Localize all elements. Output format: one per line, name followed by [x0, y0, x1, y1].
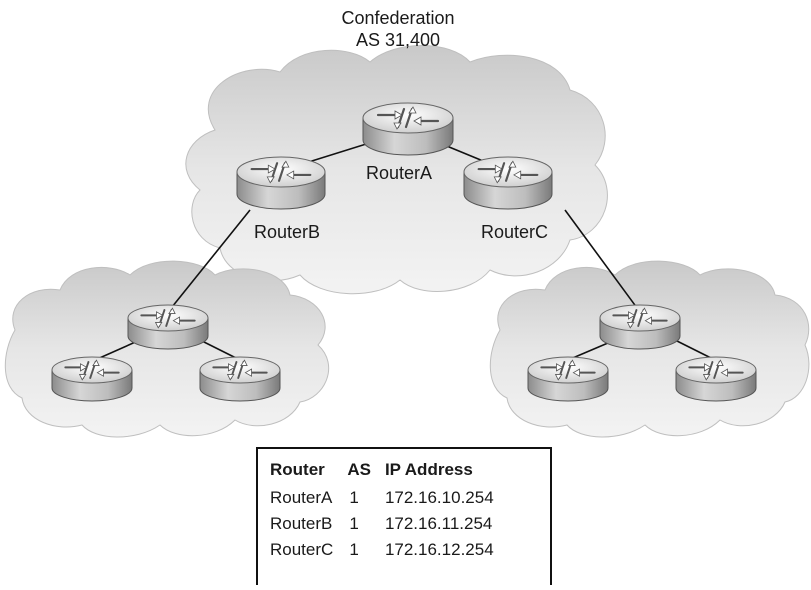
router-a-label: RouterA — [366, 163, 433, 183]
cell-as: 1 — [349, 540, 359, 559]
cell-ip: 172.16.11.254 — [384, 514, 493, 533]
table-row: RouterA 1 172.16.10.254 — [270, 486, 508, 512]
router-right-top-icon — [599, 304, 681, 350]
cell-as: 1 — [349, 514, 359, 533]
link-right-2 — [674, 339, 716, 361]
router-left-left-icon — [51, 356, 133, 402]
header-router: Router — [270, 460, 325, 479]
address-table: Router AS IP Address RouterA 1 172.16.10… — [256, 447, 552, 585]
header-as: AS — [347, 460, 371, 479]
cell-router: RouterB — [270, 514, 333, 533]
router-a-icon — [362, 102, 454, 156]
router-left-top-icon — [127, 304, 209, 350]
cell-ip: 172.16.12.254 — [384, 540, 494, 559]
router-b-label: RouterB — [254, 222, 321, 242]
cell-as: 1 — [349, 488, 359, 507]
link-b-left — [167, 209, 251, 313]
table-header-row: Router AS IP Address — [270, 460, 508, 486]
router-right-left-icon — [527, 356, 609, 402]
link-left-1 — [94, 339, 141, 361]
router-left-right-icon — [199, 356, 281, 402]
confederation-as: AS 31,400 — [355, 30, 441, 50]
cell-ip: 172.16.10.254 — [384, 488, 494, 507]
address-table-grid: Router AS IP Address RouterA 1 172.16.10… — [270, 460, 508, 564]
router-c-label: RouterC — [481, 222, 549, 242]
link-c-right — [564, 209, 641, 313]
router-right-right-icon — [675, 356, 757, 402]
cell-router: RouterA — [270, 488, 333, 507]
cell-router: RouterC — [270, 540, 334, 559]
table-row: RouterB 1 172.16.11.254 — [270, 512, 508, 538]
router-c-icon — [463, 156, 553, 210]
header-ip: IP Address — [384, 460, 473, 479]
confederation-title: Confederation — [341, 8, 455, 28]
router-b-icon — [236, 156, 326, 210]
table-row: RouterC 1 172.16.12.254 — [270, 538, 508, 564]
